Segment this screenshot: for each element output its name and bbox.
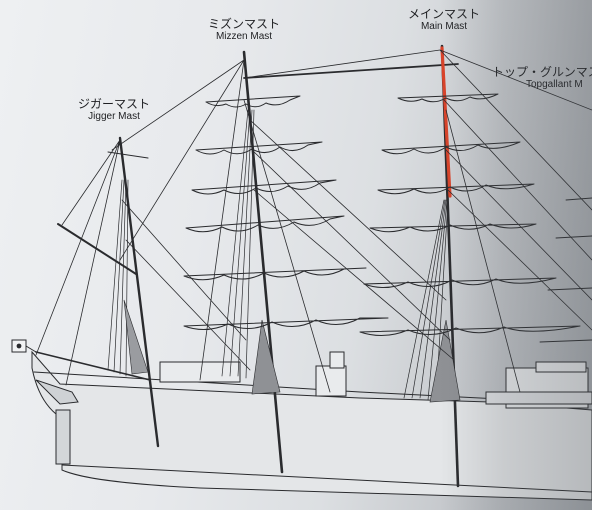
mizzen-spanker-gaff	[243, 63, 459, 79]
fore-yards	[539, 197, 592, 343]
jigger-boom	[35, 351, 151, 381]
jigger-gaff	[57, 223, 137, 275]
label-jigger-jp: ジガーマスト	[77, 97, 150, 111]
label-topgallant-en: Topgallant M	[526, 79, 583, 90]
label-main-mast: メインマスト Main Mast	[398, 8, 490, 32]
stays	[35, 49, 592, 393]
hull-waterline	[61, 464, 592, 493]
label-topgallant-mast: トップ・グルンマス Topgallant M	[492, 66, 592, 90]
funnel	[329, 351, 345, 369]
mizzen-shrouds	[221, 109, 255, 379]
label-topgallant-jp: トップ・グルンマス	[492, 66, 592, 79]
main-mast-top-highlight	[440, 46, 452, 198]
deck-house-aft	[159, 361, 241, 383]
label-jigger-en: Jigger Mast	[88, 111, 140, 122]
deck-house-mid	[315, 365, 347, 397]
label-mizzen-mast: ミズンマスト Mizzen Mast	[198, 18, 290, 42]
deck-rail	[485, 391, 592, 405]
label-jigger-mast: ジガーマスト Jigger Mast	[72, 98, 156, 122]
flag-icon	[11, 339, 37, 353]
main-shrouds	[403, 199, 449, 401]
stern-panel	[55, 409, 71, 465]
main-yards	[359, 93, 581, 336]
deck-house-fore-top	[535, 361, 587, 373]
label-mizzen-jp: ミズンマスト	[207, 17, 280, 31]
mizzen-yards	[183, 95, 389, 330]
bow-ornament	[35, 379, 79, 405]
jigger-shrouds	[107, 179, 129, 377]
hull	[31, 350, 592, 501]
jigger-mast	[118, 136, 160, 448]
label-main-jp: メインマスト	[407, 7, 480, 21]
label-main-en: Main Mast	[420, 21, 468, 32]
label-mizzen-en: Mizzen Mast	[215, 31, 273, 42]
